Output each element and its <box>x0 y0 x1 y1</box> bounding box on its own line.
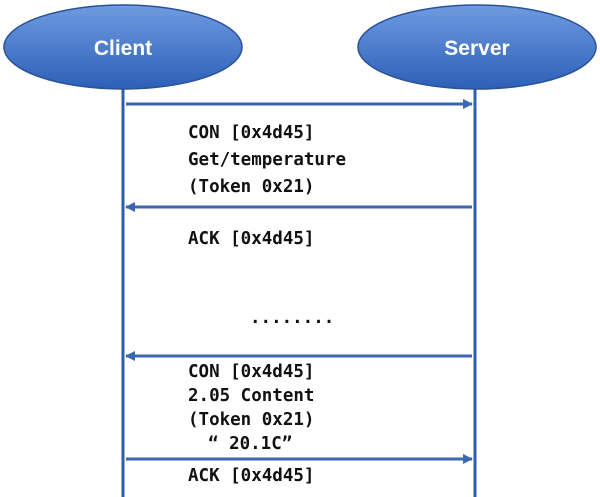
message-con-line-3: (Token 0x21) <box>188 177 314 197</box>
message-con-line-2: Get/temperature <box>188 150 346 170</box>
server-ellipse <box>357 4 597 90</box>
server-actor: Server <box>357 4 597 90</box>
message-response-line-4: “ 20.1C” <box>208 434 292 454</box>
client-ellipse <box>3 4 243 90</box>
client-actor: Client <box>3 4 243 90</box>
message-ack-1: ACK [0x4d45] <box>188 229 314 249</box>
server-label: Server <box>444 37 509 60</box>
ellipsis-gap: ........ <box>250 308 334 328</box>
message-con-line-1: CON [0x4d45] <box>188 123 314 143</box>
message-ack-2: ACK [0x4d45] <box>188 466 314 486</box>
message-response-line-1: CON [0x4d45] <box>188 362 314 382</box>
message-response-line-2: 2.05 Content <box>188 386 314 406</box>
client-label: Client <box>94 37 152 60</box>
message-response-line-3: (Token 0x21) <box>188 410 314 430</box>
